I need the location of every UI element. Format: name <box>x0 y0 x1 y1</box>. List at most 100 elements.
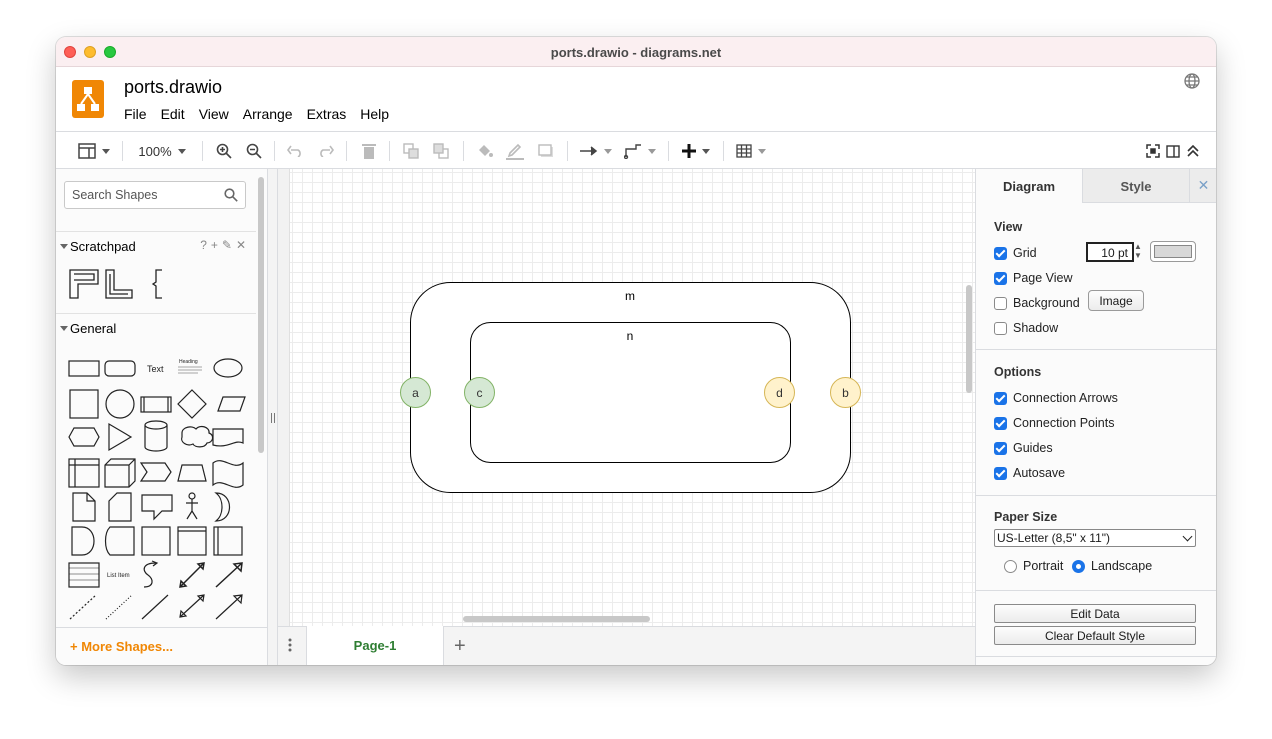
autosave-label: Autosave <box>1013 466 1066 480</box>
tab-style[interactable]: Style <box>1083 169 1189 203</box>
scratchpad-title: Scratchpad <box>70 239 136 254</box>
undo-icon[interactable] <box>285 140 305 162</box>
port-c[interactable]: c <box>464 377 495 408</box>
outer-container-label: m <box>625 289 635 303</box>
landscape-option[interactable]: Landscape <box>1072 557 1152 575</box>
options-heading: Options <box>994 365 1042 379</box>
zoom-window-button[interactable] <box>104 46 116 58</box>
format-panel-icon[interactable] <box>76 140 112 162</box>
add-page-button[interactable]: + <box>454 635 466 657</box>
menu-view[interactable]: View <box>198 106 229 122</box>
zoom-dropdown[interactable]: 100% <box>134 140 190 162</box>
toggle-panel-icon[interactable] <box>1164 140 1182 162</box>
grid-size-stepper[interactable]: ▲▼ <box>1134 242 1142 260</box>
grid-option[interactable]: Grid <box>994 244 1037 262</box>
portrait-radio[interactable] <box>1004 559 1017 573</box>
menu-file[interactable]: File <box>124 106 147 122</box>
guides-checkbox[interactable] <box>994 441 1007 455</box>
background-image-button[interactable]: Image <box>1088 290 1144 311</box>
insert-icon[interactable] <box>679 140 713 162</box>
autosave-checkbox[interactable] <box>994 466 1007 480</box>
connection-points-option[interactable]: Connection Points <box>994 414 1114 432</box>
port-a[interactable]: a <box>400 377 431 408</box>
redo-icon[interactable] <box>316 140 336 162</box>
tab-page-1[interactable]: Page-1 <box>306 626 444 665</box>
port-b[interactable]: b <box>830 377 861 408</box>
zoom-value: 100% <box>138 143 172 159</box>
sidebar-scrollbar[interactable] <box>258 177 264 453</box>
general-shapes-grid[interactable]: Text Heading <box>66 353 248 621</box>
connection-arrows-checkbox[interactable] <box>994 391 1007 405</box>
grid-color-button[interactable] <box>1150 241 1196 262</box>
window-title: ports.drawio - diagrams.net <box>550 45 722 60</box>
close-panel-button[interactable]: ✕ <box>1189 169 1216 203</box>
shadow-checkbox[interactable] <box>994 321 1007 335</box>
grid-checkbox[interactable] <box>994 246 1007 260</box>
to-front-icon[interactable] <box>401 140 421 162</box>
scratchpad-header[interactable]: Scratchpad ?+✎✕ <box>56 231 256 259</box>
zoom-in-icon[interactable] <box>214 140 234 162</box>
connection-arrows-option[interactable]: Connection Arrows <box>994 389 1118 407</box>
fullscreen-icon[interactable] <box>1144 140 1162 162</box>
canvas-vertical-scrollbar[interactable] <box>966 285 972 393</box>
close-window-button[interactable] <box>64 46 76 58</box>
diagram-canvas[interactable]: m n a c d b <box>278 169 975 626</box>
grid-size-input[interactable]: 10 pt <box>1086 242 1134 262</box>
file-name[interactable]: ports.drawio <box>124 77 223 97</box>
chevron-down-icon <box>1182 531 1193 542</box>
search-icon[interactable] <box>224 188 238 202</box>
menu-edit[interactable]: Edit <box>160 106 185 122</box>
title-bar: ports.drawio - diagrams.net <box>56 37 1216 67</box>
background-checkbox[interactable] <box>994 296 1007 310</box>
search-shapes-input[interactable]: Search Shapes <box>64 181 246 209</box>
tab-diagram[interactable]: Diagram <box>976 169 1083 203</box>
portrait-option[interactable]: Portrait <box>1004 557 1063 575</box>
view-heading: View <box>994 220 1023 234</box>
portrait-label: Portrait <box>1023 559 1064 573</box>
canvas-horizontal-scrollbar[interactable] <box>463 616 650 622</box>
port-d[interactable]: d <box>764 377 795 408</box>
menu-extras[interactable]: Extras <box>306 106 347 122</box>
scratchpad-actions[interactable]: ?+✎✕ <box>200 238 250 252</box>
zoom-out-icon[interactable] <box>244 140 264 162</box>
to-back-icon[interactable] <box>431 140 451 162</box>
line-color-icon[interactable] <box>505 140 525 162</box>
paper-size-value: US-Letter (8,5" x 11") <box>997 531 1111 545</box>
paper-size-heading: Paper Size <box>994 510 1058 524</box>
background-option[interactable]: Background <box>994 294 1080 312</box>
fill-color-icon[interactable] <box>475 140 495 162</box>
minimize-window-button[interactable] <box>84 46 96 58</box>
shadow-option[interactable]: Shadow <box>994 319 1058 337</box>
general-header[interactable]: General <box>56 313 256 341</box>
toolbar: 100% <box>56 131 1216 169</box>
shadow-icon[interactable] <box>536 140 556 162</box>
page-view-checkbox[interactable] <box>994 271 1007 285</box>
sidebar-splitter[interactable] <box>268 169 278 665</box>
background-label: Background <box>1013 296 1080 310</box>
landscape-radio[interactable] <box>1072 559 1085 573</box>
guides-option[interactable]: Guides <box>994 439 1053 457</box>
page-view-option[interactable]: Page View <box>994 269 1073 287</box>
inner-container-shape[interactable] <box>470 322 791 463</box>
collapse-icon[interactable] <box>1184 140 1202 162</box>
clear-default-style-button[interactable]: Clear Default Style <box>994 626 1196 645</box>
table-icon[interactable] <box>734 140 768 162</box>
connection-icon[interactable] <box>578 140 614 162</box>
app-window: ports.drawio - diagrams.net ports.drawio… <box>56 37 1216 665</box>
autosave-option[interactable]: Autosave <box>994 464 1065 482</box>
language-globe-icon[interactable] <box>1183 72 1201 90</box>
divider <box>976 656 1216 657</box>
more-shapes-button[interactable]: + More Shapes... <box>56 627 267 665</box>
landscape-label: Landscape <box>1091 559 1153 573</box>
connection-points-checkbox[interactable] <box>994 416 1007 430</box>
pages-menu-icon[interactable] <box>288 638 292 652</box>
page-view-label: Page View <box>1013 271 1073 285</box>
edit-data-button[interactable]: Edit Data <box>994 604 1196 623</box>
delete-icon[interactable] <box>359 140 379 162</box>
scratchpad-shapes[interactable] <box>68 269 168 299</box>
waypoints-icon[interactable] <box>622 140 658 162</box>
guides-label: Guides <box>1013 441 1053 455</box>
paper-size-select[interactable]: US-Letter (8,5" x 11") <box>994 529 1196 547</box>
menu-arrange[interactable]: Arrange <box>242 106 293 122</box>
menu-help[interactable]: Help <box>360 106 390 122</box>
